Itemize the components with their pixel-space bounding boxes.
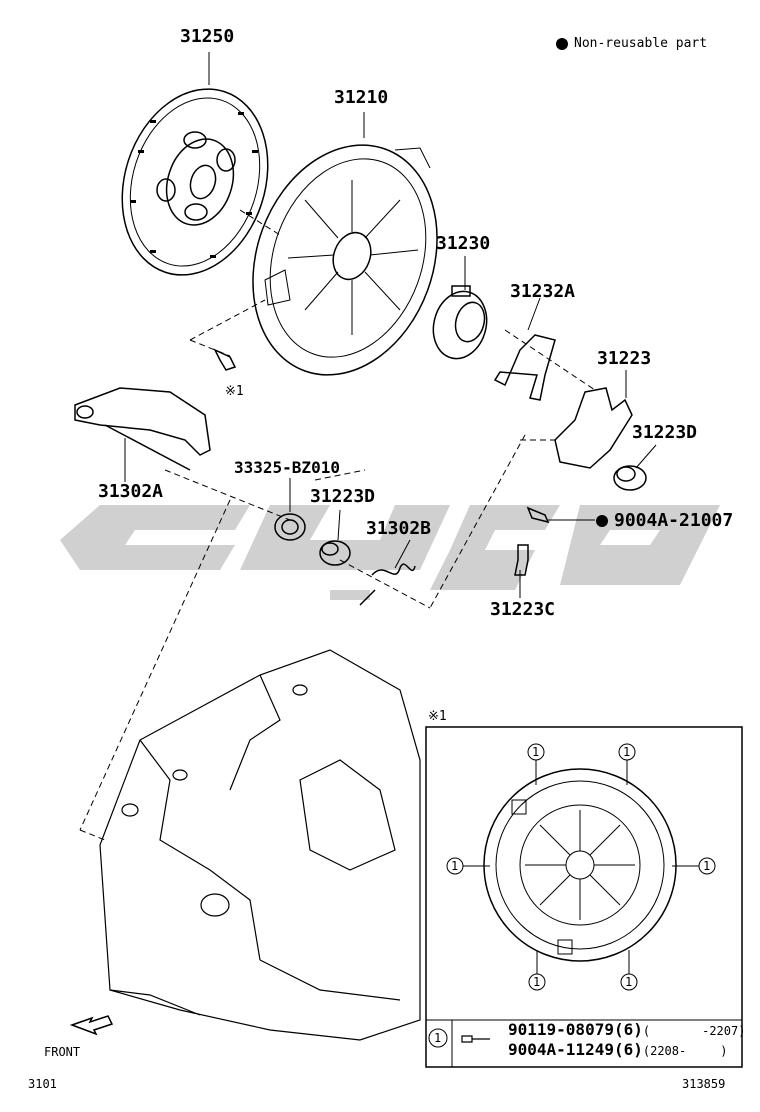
fork-bushing-left [319, 540, 351, 566]
clutch-disc [121, 88, 269, 276]
front-label: FRONT [44, 1045, 81, 1059]
callout-1: 1 [623, 745, 631, 759]
inset-row-1: 90119-08079(6)(-2207) [508, 1020, 746, 1039]
callout-1: 1 [703, 859, 711, 873]
label-33325-BZ010: 33325-BZ010 [234, 458, 340, 477]
label-31210: 31210 [334, 87, 389, 108]
inset-box [425, 726, 743, 1068]
transmission-housing [99, 649, 421, 1041]
label-31230: 31230 [436, 233, 491, 254]
footer-right: 313859 [682, 1077, 726, 1091]
boot [274, 513, 306, 541]
label-31302B: 31302B [366, 518, 432, 539]
front-arrow-icon [69, 1015, 114, 1036]
release-bearing [432, 285, 488, 360]
clutch-cover [252, 144, 438, 376]
label-31223D-left: 31223D [310, 486, 376, 507]
label-31223: 31223 [597, 348, 652, 369]
release-spring [359, 563, 416, 606]
dashed-assembly-lines [79, 209, 596, 841]
label-9004A-21007: 9004A-21007 [596, 512, 733, 530]
non-reusable-dot-icon [556, 37, 568, 50]
callout-1: 1 [533, 975, 541, 989]
callout-1: 1 [434, 1031, 442, 1045]
legend-text: Non-reusable part [574, 36, 708, 51]
label-31302A: 31302A [98, 481, 164, 502]
label-31223C: 31223C [490, 599, 556, 620]
footer-left: 3101 [28, 1077, 57, 1091]
fork-bushing-right [613, 465, 647, 491]
callout-1: 1 [532, 745, 540, 759]
hub-clip [493, 334, 556, 401]
legend: Non-reusable part [556, 36, 707, 51]
release-lever [74, 387, 211, 471]
pivot-bolt [514, 544, 529, 576]
callout-1: 1 [451, 859, 459, 873]
release-fork [554, 387, 633, 469]
inset-row-2: 9004A-11249(6)(2208-) [508, 1040, 728, 1059]
label-31250: 31250 [180, 26, 235, 47]
label-31223D-right: 31223D [632, 422, 698, 443]
ref-mark-bolt: ※1 [225, 384, 244, 399]
cover-bolt [213, 348, 237, 371]
label-31232A: 31232A [510, 281, 576, 302]
pin [526, 506, 550, 524]
non-reusable-dot-icon [596, 515, 608, 527]
ref-mark-inset: ※1 [428, 709, 447, 724]
callout-1: 1 [625, 975, 633, 989]
